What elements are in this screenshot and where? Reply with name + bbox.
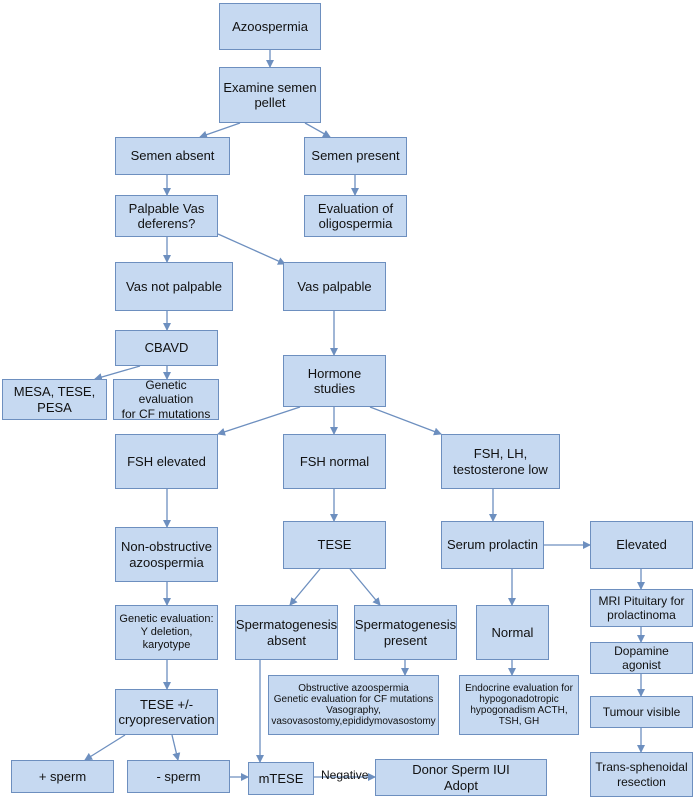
arrow-tese-to-spermatogenesis-absent (289, 568, 321, 606)
node-vas-not-palpable: Vas not palpable (115, 262, 233, 311)
node-semen-present: Semen present (304, 137, 407, 175)
arrow-palpable-to-vas-palpable (217, 233, 286, 265)
arrow-examine-to-semen-present (304, 122, 331, 138)
node-vas-palpable: Vas palpable (283, 262, 386, 311)
node-serum-prolactin: Serum prolactin (441, 521, 544, 569)
node-evaluation-of-oligospermia: Evaluation of oligospermia (304, 195, 407, 237)
node-hormone-studies: Hormone studies (283, 355, 386, 407)
node-fsh-lh-testosterone-low: FSH, LH, testosterone low (441, 434, 560, 489)
node-genetic-evaluation-cf: Genetic evaluation for CF mutations (113, 378, 219, 421)
node-non-obstructive-azoospermia: Non-obstructive azoospermia (115, 527, 218, 582)
node-obstructive-azoospermia-block: Obstructive azoospermia Genetic evaluati… (268, 675, 439, 735)
arrow-tese-to-spermatogenesis-present (349, 568, 381, 606)
node-tumour-visible: Tumour visible (590, 696, 693, 728)
node-elevated: Elevated (590, 521, 693, 569)
node-cbavd: CBAVD (115, 330, 218, 366)
node-palpable-vas-deferens: Palpable Vas deferens? (115, 195, 218, 237)
node-examine-semen-pellet: Examine semen pellet (219, 67, 321, 123)
node-plus-sperm: + sperm (11, 760, 114, 793)
arrow-examine-to-semen-absent (199, 122, 241, 139)
node-semen-absent: Semen absent (115, 137, 230, 175)
node-endocrine-evaluation: Endocrine evaluation for hypogonadotropi… (459, 675, 579, 735)
node-mesa-tese-pesa: MESA, TESE, PESA (2, 379, 107, 420)
node-spermatogenesis-absent: Spermatogenesis absent (235, 605, 338, 660)
node-fsh-normal: FSH normal (283, 434, 386, 489)
node-spermatogenesis-present: Spermatogenesis present (354, 605, 457, 660)
arrow-tese-cryo-to-plus-sperm (84, 734, 126, 761)
node-mri-pituitary: MRI Pituitary for prolactinoma (590, 589, 693, 627)
arrow-tese-cryo-to-minus-sperm (171, 734, 181, 761)
edge-label-negative: Negative (321, 768, 369, 782)
node-donor-sperm-iui-adopt: Donor Sperm IUI Adopt (375, 759, 547, 796)
node-trans-sphenoidal-resection: Trans-sphenoidal resection (590, 752, 693, 797)
node-normal: Normal (476, 605, 549, 660)
node-genetic-evaluation-y-deletion: Genetic evaluation: Y deletion, karyotyp… (115, 605, 218, 660)
node-minus-sperm: - sperm (127, 760, 230, 793)
node-fsh-elevated: FSH elevated (115, 434, 218, 489)
node-mtese: mTESE (248, 762, 314, 795)
node-dopamine-agonist: Dopamine agonist (590, 642, 693, 674)
node-azoospermia: Azoospermia (219, 3, 321, 50)
arrow-hormone-to-fsh-elevated (217, 406, 301, 436)
arrow-hormone-to-fsh-lh-low (369, 406, 442, 436)
node-tese: TESE (283, 521, 386, 569)
node-tese-cryopreservation: TESE +/- cryopreservation (115, 689, 218, 735)
arrow-cbavd-to-mesa (94, 365, 141, 381)
